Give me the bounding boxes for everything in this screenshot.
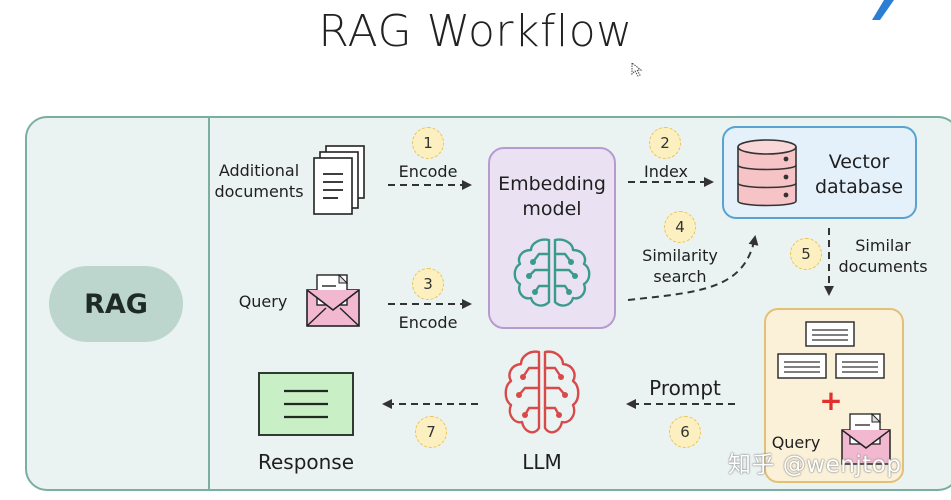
retrieved-documents-icon [777,321,885,379]
rag-label: RAG [49,266,183,342]
step-3-badge: 3 [412,268,444,300]
encode-query-label: Encode [398,313,458,332]
llm-brain-icon [504,350,580,434]
step-4-badge: 4 [664,211,696,243]
cursor-icon [631,62,643,77]
page-title: RAG Workflow [318,6,633,57]
corner-decoration [872,0,894,20]
prompt-query-label: Query [771,433,821,452]
embedding-model-box [488,147,616,329]
vector-database-label: Vector database [814,151,904,198]
arrow-similarity-search [627,235,759,301]
plus-sign: + [819,384,843,417]
query-label: Query [238,292,288,311]
step-1-badge: 1 [412,127,444,159]
similar-documents-label: Similar documents [838,236,928,276]
brain-circuit-icon [513,238,591,307]
index-label: Index [643,162,689,181]
similarity-search-label: Similarity search [642,246,718,286]
encode-docs-label: Encode [398,162,458,181]
prompt-label: Prompt [649,376,721,400]
database-icon [737,139,797,207]
step-5-badge: 5 [790,238,822,270]
watermark: 知乎 @wenjtop [728,452,902,478]
llm-label: LLM [522,450,562,474]
panel-divider [208,117,210,490]
step-6-badge: 6 [669,416,701,448]
response-label: Response [257,450,355,474]
documents-icon [313,145,365,215]
step-2-badge: 2 [649,127,681,159]
query-envelope-icon [306,273,360,327]
prompt-query-envelope-icon [841,412,891,465]
embedding-model-label: Embedding model [498,173,606,220]
step-7-badge: 7 [415,416,447,448]
response-lines-icon [284,389,328,419]
documents-label: Additional documents [214,161,304,201]
